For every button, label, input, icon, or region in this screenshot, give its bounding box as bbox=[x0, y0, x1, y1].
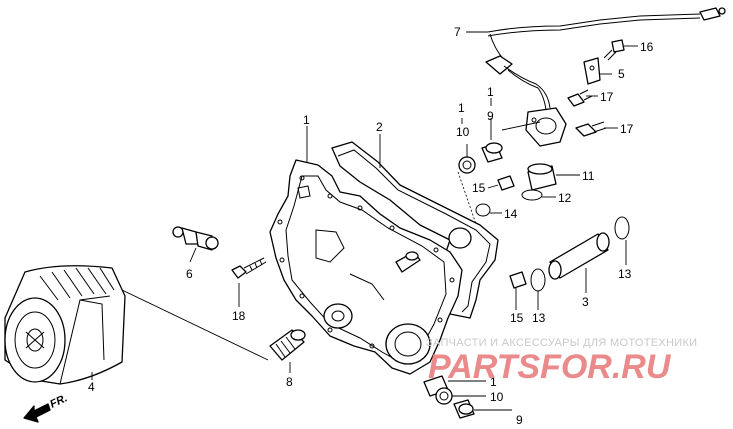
front-label: FR. bbox=[48, 392, 69, 410]
label-part-10-bottom: 10 bbox=[490, 390, 504, 404]
watermark: ЗАПЧАСТИ И АКСЕССУАРЫ ДЛЯ МОТОТЕХНИКИ PA… bbox=[426, 337, 697, 386]
bolt-18 bbox=[231, 257, 267, 279]
label-part-1-cover: 1 bbox=[303, 113, 310, 127]
washer-10-top bbox=[458, 156, 476, 174]
label-part-17-bottom: 17 bbox=[620, 122, 634, 136]
label-part-3: 3 bbox=[582, 295, 589, 309]
label-part-5: 5 bbox=[618, 67, 625, 81]
bottom-parts bbox=[423, 375, 475, 419]
label-part-11: 11 bbox=[582, 169, 595, 183]
part-labels: 1 2 3 4 5 6 7 8 1 10 9 1 11 12 13 13 14 … bbox=[88, 25, 654, 427]
oil-filter bbox=[4, 265, 126, 385]
label-part-15-bottom: 15 bbox=[510, 311, 524, 325]
oring-13-left bbox=[530, 268, 546, 292]
oring-12 bbox=[521, 189, 543, 201]
label-part-1-top: 1 bbox=[458, 101, 465, 115]
label-part-13-left: 13 bbox=[532, 311, 546, 325]
crankcase-cover bbox=[269, 159, 472, 375]
dowel-15-top bbox=[497, 175, 515, 191]
label-part-14: 14 bbox=[504, 207, 518, 221]
bolt-16 bbox=[603, 39, 625, 61]
oil-pipe bbox=[548, 232, 610, 280]
clamp-5 bbox=[583, 57, 601, 85]
bolt-17-bottom bbox=[575, 121, 607, 137]
label-part-9-bottom: 9 bbox=[516, 413, 523, 427]
oring-14 bbox=[475, 203, 491, 217]
label-part-18: 18 bbox=[232, 309, 246, 323]
gear-sensor-cable bbox=[485, 7, 726, 147]
label-part-12: 12 bbox=[558, 191, 572, 205]
leader-lines bbox=[91, 31, 638, 411]
label-part-6: 6 bbox=[186, 267, 193, 281]
label-part-7: 7 bbox=[454, 25, 461, 39]
label-part-17-top: 17 bbox=[600, 90, 614, 104]
stud-bolt-8 bbox=[269, 329, 306, 361]
label-part-8: 8 bbox=[286, 375, 293, 389]
label-part-1-sensor: 1 bbox=[487, 85, 494, 99]
label-part-1-bottom: 1 bbox=[490, 375, 497, 389]
bolt-17-top bbox=[567, 89, 593, 107]
plug-9-top bbox=[481, 142, 503, 163]
label-part-2: 2 bbox=[376, 120, 383, 134]
watermark-brand: PARTSFOR.RU bbox=[428, 348, 672, 386]
label-part-15-top: 15 bbox=[472, 181, 486, 195]
label-part-10-top: 10 bbox=[456, 125, 470, 139]
watermark-subtitle: ЗАПЧАСТИ И АКСЕССУАРЫ ДЛЯ МОТОТЕХНИКИ bbox=[426, 337, 697, 349]
label-part-13-right: 13 bbox=[618, 267, 632, 281]
oil-pressure-switch bbox=[172, 226, 219, 251]
collar-11 bbox=[527, 163, 557, 191]
label-part-9-top: 9 bbox=[487, 109, 494, 123]
dowel-15-bottom bbox=[509, 271, 527, 289]
oring-13-right bbox=[614, 216, 630, 240]
label-part-16: 16 bbox=[640, 40, 654, 54]
front-direction-arrow: FR. bbox=[23, 392, 69, 423]
label-part-4: 4 bbox=[88, 380, 95, 394]
